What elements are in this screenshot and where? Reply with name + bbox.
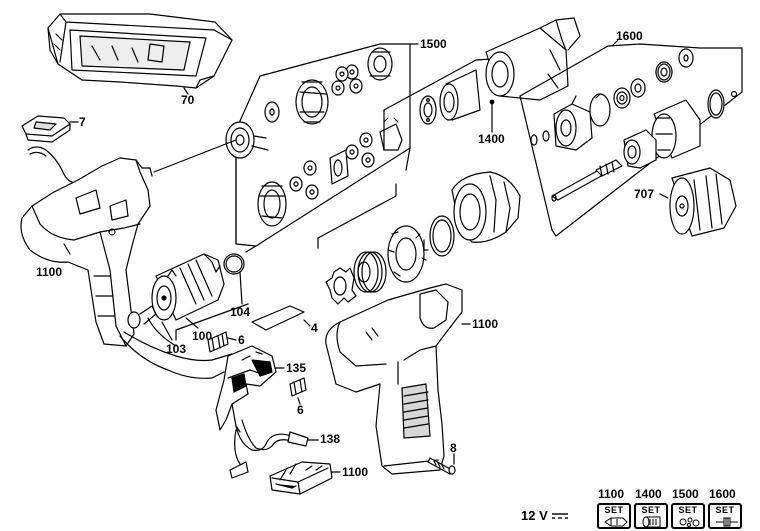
label-plate xyxy=(251,305,305,331)
spring-upper xyxy=(207,331,229,353)
keyless-chuck xyxy=(669,167,737,237)
leader-4 xyxy=(303,319,311,327)
set-number-1500: 1500 xyxy=(672,487,699,501)
planet-gears-middle xyxy=(289,160,319,200)
battery-terminal xyxy=(269,461,333,495)
leader-103 xyxy=(161,321,173,341)
clutch-star-ring xyxy=(325,267,357,305)
label-clip-7: 7 xyxy=(79,115,86,129)
clutch-collar xyxy=(451,171,521,243)
set-label: SET xyxy=(604,505,624,515)
label-motor-brush-104: 104 xyxy=(230,305,251,319)
gear-set-icon xyxy=(679,517,700,527)
leader-707 xyxy=(659,193,669,199)
spindle-set-icon xyxy=(716,517,738,527)
thrust-washer xyxy=(419,95,437,125)
spindle-set-outline xyxy=(519,43,743,237)
o-ring-1600 xyxy=(707,89,725,119)
trigger-switch xyxy=(215,345,277,433)
assembly-guides xyxy=(153,139,429,253)
set-label: SET xyxy=(678,505,698,515)
leader-1600 xyxy=(611,39,619,47)
clutch-set-outline xyxy=(317,183,397,249)
label-housing-left-1100: 1100 xyxy=(36,265,63,279)
label-pinion-103: 103 xyxy=(166,342,187,356)
motor-wires xyxy=(119,317,233,379)
right-housing xyxy=(325,283,463,475)
set-label: SET xyxy=(641,505,661,515)
set-number-1100: 1100 xyxy=(598,487,625,501)
carrier-right xyxy=(379,117,403,151)
housing-dot xyxy=(489,99,495,105)
voltage-spec: 12 V xyxy=(521,508,569,523)
label-case-70: 70 xyxy=(181,93,195,107)
voltage-text: 12 V xyxy=(521,508,548,523)
set-number-1400: 1400 xyxy=(635,487,662,501)
motor-housing-set-icon xyxy=(642,516,661,528)
belt-clip xyxy=(21,115,73,183)
label-switch-135: 135 xyxy=(286,361,307,375)
retaining-ring xyxy=(589,93,611,127)
small-ball xyxy=(730,90,738,98)
set-box-1400: SET xyxy=(634,503,668,529)
switch-wire xyxy=(229,419,309,479)
motor xyxy=(151,253,225,321)
label-motor-100: 100 xyxy=(192,329,213,343)
spring-lower xyxy=(289,377,307,397)
o-ring-clutch xyxy=(429,215,455,257)
set-box-1500: SET xyxy=(671,503,705,529)
label-housing-right-1100: 1100 xyxy=(472,317,499,331)
housing-set-icon xyxy=(604,517,628,527)
label-wire-138: 138 xyxy=(320,432,341,446)
motor-pinion xyxy=(127,305,157,329)
leader-100 xyxy=(185,317,199,329)
bearing-small xyxy=(630,78,646,98)
label-terminal-1100: 1100 xyxy=(342,465,369,479)
label-chuck-707: 707 xyxy=(634,187,655,201)
sun-gear-carrier xyxy=(329,149,349,185)
motor-bracket xyxy=(175,303,249,341)
ring-gear-upper xyxy=(295,79,329,125)
carry-case xyxy=(47,13,233,89)
dc-symbol-icon xyxy=(551,513,568,519)
motor-brush-ring xyxy=(223,253,245,275)
planet-gears-upper xyxy=(331,64,363,96)
gear-housing-body xyxy=(485,17,581,101)
leader-70 xyxy=(183,87,189,95)
lock-ring-sleeve xyxy=(651,99,701,159)
carrier-upper xyxy=(367,47,393,81)
leader-104 xyxy=(239,271,243,305)
ring-gear-lower xyxy=(257,181,287,227)
set-box-1100: SET xyxy=(597,503,631,529)
label-spring-lower-6: 6 xyxy=(297,403,304,417)
washer-upper xyxy=(264,101,280,123)
set-box-1600: SET xyxy=(708,503,742,529)
spindle-lock-body xyxy=(553,95,597,151)
label-motor-housing-1400: 1400 xyxy=(478,132,505,146)
clutch-spring xyxy=(353,251,387,293)
label-chuck-set-1600: 1600 xyxy=(616,29,643,43)
set-label: SET xyxy=(715,505,735,515)
left-housing xyxy=(20,157,153,347)
bearing xyxy=(613,87,631,109)
label-plate-4: 4 xyxy=(311,321,318,335)
spring-gear xyxy=(655,61,673,83)
washer-1600 xyxy=(678,48,694,68)
label-spring-upper-6: 6 xyxy=(238,333,245,347)
planet-gears-right xyxy=(345,132,375,168)
small-washers xyxy=(530,130,550,146)
housing-screw xyxy=(427,457,456,475)
leader-6-upper xyxy=(227,337,237,341)
clutch-plate xyxy=(387,225,427,283)
spindle-shaft xyxy=(551,159,623,202)
label-screw-8: 8 xyxy=(450,441,457,455)
set-number-1600: 1600 xyxy=(709,487,736,501)
gear-housing-sleeve xyxy=(439,69,481,121)
label-gear-set-1500: 1500 xyxy=(420,37,447,51)
leader-6-lower xyxy=(297,397,301,405)
gear-sleeve-spindle xyxy=(623,129,657,169)
bearing-plate xyxy=(225,121,269,159)
